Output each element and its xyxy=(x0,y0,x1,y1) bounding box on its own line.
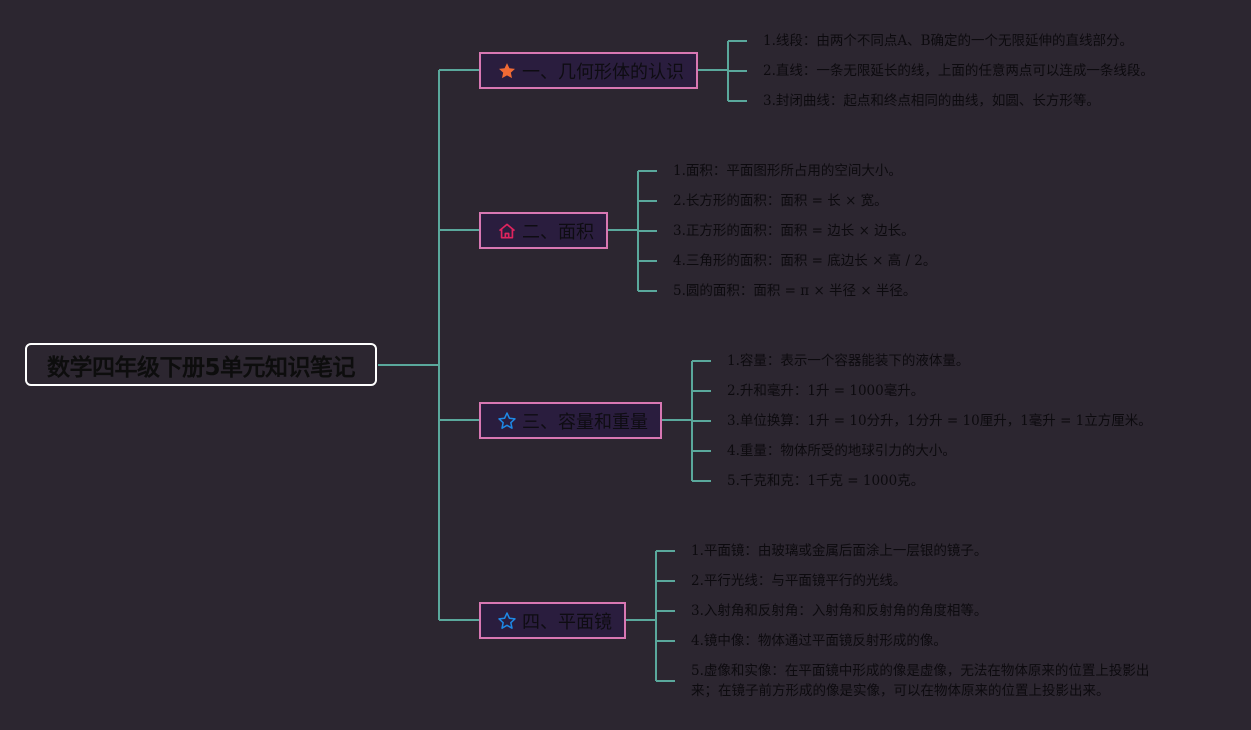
list-item: 3.单位换算：1升 = 10分升，1分升 = 10厘升，1毫升 = 1立方厘米。 xyxy=(727,413,1152,429)
branch-area[interactable]: 二、面积 xyxy=(479,212,608,249)
home-icon xyxy=(497,221,517,241)
list-item: 2.长方形的面积：面积 = 长 × 宽。 xyxy=(673,193,888,209)
list-item: 2.平行光线：与平面镜平行的光线。 xyxy=(691,573,907,589)
branch-title: 三、容量和重量 xyxy=(522,411,648,433)
branch-title: 二、面积 xyxy=(522,221,594,243)
branch-geometry[interactable]: 一、几何形体的认识 xyxy=(479,52,698,89)
root-node[interactable]: 数学四年级下册5单元知识笔记 xyxy=(25,343,377,386)
list-item: 4.镜中像：物体通过平面镜反射形成的像。 xyxy=(691,633,947,649)
list-item: 5.圆的面积：面积 = π × 半径 × 半径。 xyxy=(673,283,917,299)
list-item: 3.正方形的面积：面积 = 边长 × 边长。 xyxy=(673,223,915,239)
list-item: 3.封闭曲线：起点和终点相同的曲线，如圆、长方形等。 xyxy=(763,93,1100,109)
star-outline-icon xyxy=(497,611,517,631)
branch-title: 一、几何形体的认识 xyxy=(522,61,684,83)
list-item: 3.入射角和反射角：入射角和反射角的角度相等。 xyxy=(691,603,988,619)
list-item: 4.重量：物体所受的地球引力的大小。 xyxy=(727,443,956,459)
list-item: 1.面积：平面图形所占用的空间大小。 xyxy=(673,163,902,179)
list-item: 5.千克和克：1千克 = 1000克。 xyxy=(727,473,925,489)
branch-plane-mirror[interactable]: 四、平面镜 xyxy=(479,602,626,639)
list-item: 5.虚像和实像：在平面镜中形成的像是虚像，无法在物体原来的位置上投影出来；在镜子… xyxy=(691,663,1150,699)
list-item: 4.三角形的面积：面积 = 底边长 × 高 / 2。 xyxy=(673,253,937,269)
list-item: 1.平面镜：由玻璃或金属后面涂上一层银的镜子。 xyxy=(691,543,988,559)
branch-title: 四、平面镜 xyxy=(522,611,612,633)
branch-capacity-weight[interactable]: 三、容量和重量 xyxy=(479,402,662,439)
list-item: 1.容量：表示一个容器能装下的液体量。 xyxy=(727,353,970,369)
list-item: 2.直线：一条无限延长的线，上面的任意两点可以连成一条线段。 xyxy=(763,63,1154,79)
star-filled-icon xyxy=(497,61,517,81)
star-outline-icon xyxy=(497,411,517,431)
list-item: 1.线段：由两个不同点A、B确定的一个无限延伸的直线部分。 xyxy=(763,33,1134,49)
list-item: 2.升和毫升：1升 = 1000毫升。 xyxy=(727,383,925,399)
